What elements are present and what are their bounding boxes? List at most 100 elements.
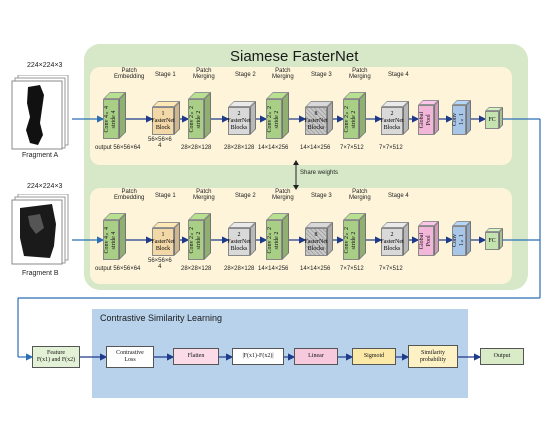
input-b-dims: 224×224×3 [27, 183, 63, 190]
difference-box: |F(x1)-F(x2)| [232, 348, 284, 365]
b-conv2-block-3-side-face [359, 213, 366, 260]
b-fc-block-label: FC [488, 237, 496, 244]
b-conv2-block-2-front-face: Conv 2×2 stride 2 [266, 220, 282, 260]
a-fc-block-front-face: FC [485, 111, 499, 129]
b-global-pool-block-front-face: Global Pool [418, 226, 434, 256]
b-output-dims: output 56×56×64 [95, 266, 141, 272]
a-patch-merging-2-label: Patch Merging [272, 68, 294, 80]
b-patch-embedding-label: Patch Embedding [114, 189, 145, 201]
feature-box: Feature F(x1) and F(x2) [32, 346, 80, 368]
share-weights-double-arrow [292, 160, 300, 190]
a-merge2-dims: 14×14×256 [258, 145, 289, 151]
b-conv4-block-front-face: Conv 4×4 stride 4 [103, 220, 119, 260]
b-merge3-dims: 7×7×512 [340, 266, 364, 272]
a-global-pool-block-label: Global Pool [419, 111, 432, 129]
contrastive-title: Contrastive Similarity Learning [100, 313, 223, 323]
diagram-title: Siamese FasterNet [230, 48, 359, 65]
b-stage4-block-front-face: 2 FasterNet Blocks [380, 228, 404, 256]
a-stage1-block-front-face: 1 FasterNet Block [151, 107, 175, 135]
a-conv2-block-3-front-face: Conv 2×2 stride 2 [343, 99, 359, 139]
a-stage1-block-label: 1 FasterNet Block [151, 110, 175, 131]
a-patch-merging-3-label: Patch Merging [349, 68, 371, 80]
b-merge2-dims: 14×14×256 [258, 266, 289, 272]
fragment-a-image [10, 74, 72, 150]
b-stage2-block-label: 2 FasterNet Blocks [227, 231, 251, 252]
b-stage1-label: Stage 1 [155, 193, 176, 199]
b-stage3-dims: 14×14×256 [300, 266, 331, 272]
a-stage4-label: Stage 4 [388, 72, 409, 78]
a-conv2-block-3-side-face [359, 92, 366, 139]
b-conv1x1-block-label: Conv 1×1 [452, 234, 465, 248]
a-stage3-dims: 14×14×256 [300, 145, 331, 151]
a-conv2-block-1-label: Conv 2×2 stride 2 [189, 105, 202, 133]
sigmoid-box: Sigmoid [352, 348, 396, 365]
b-conv4-block-label: Conv 4×4 stride 4 [104, 226, 117, 254]
b-fc-block-front-face: FC [485, 232, 499, 250]
a-patch-merging-1-label: Patch Merging [193, 68, 215, 80]
a-stage1-dims: 56×56×6 4 [148, 137, 172, 149]
b-stage2-dims: 28×28×128 [224, 266, 255, 272]
a-conv4-block-front-face: Conv 4×4 stride 4 [103, 99, 119, 139]
a-stage4-block-label: 2 FasterNet Blocks [380, 110, 404, 131]
a-stage2-block-front-face: 2 FasterNet Blocks [227, 107, 251, 135]
b-global-pool-block-side-face [434, 221, 439, 256]
b-conv2-block-1-side-face [204, 213, 211, 260]
a-stage2-label: Stage 2 [235, 72, 256, 78]
b-conv2-block-3-front-face: Conv 2×2 stride 2 [343, 220, 359, 260]
a-stage3-block-front-face: 8 FasterNet Blocks [304, 107, 328, 135]
output-box: Output [480, 348, 524, 365]
b-stage1-dims: 56×56×6 4 [148, 258, 172, 270]
a-global-pool-block-front-face: Global Pool [418, 105, 434, 135]
b-stage2-block-front-face: 2 FasterNet Blocks [227, 228, 251, 256]
a-output-dims: output 56×56×64 [95, 145, 141, 151]
linear-box: Linear [294, 348, 338, 365]
fragment-b-image [10, 193, 72, 266]
b-conv2-block-2-label: Conv 2×2 stride 2 [267, 226, 280, 254]
flatten-box: Flatten [173, 348, 219, 365]
b-stage4-dims: 7×7×512 [379, 266, 403, 272]
b-stage3-block-label: 8 FasterNet Blocks [304, 231, 328, 252]
a-fc-block-label: FC [488, 116, 496, 123]
b-patch-merging-2-label: Patch Merging [272, 189, 294, 201]
share-weights-label: Share weights [300, 170, 339, 176]
a-conv4-block-side-face [119, 92, 126, 139]
b-conv4-block-side-face [119, 213, 126, 260]
b-stage1-block-label: 1 FasterNet Block [151, 231, 175, 252]
a-conv2-block-2-front-face: Conv 2×2 stride 2 [266, 99, 282, 139]
b-conv2-block-1-label: Conv 2×2 stride 2 [189, 226, 202, 254]
a-conv2-block-2-side-face [282, 92, 289, 139]
input-a-name: Fragment A [22, 152, 59, 159]
input-b-name: Fragment B [22, 270, 59, 277]
a-conv2-block-2-label: Conv 2×2 stride 2 [267, 105, 280, 133]
a-global-pool-block-side-face [434, 100, 439, 135]
b-stage4-label: Stage 4 [388, 193, 409, 199]
b-global-pool-block-label: Global Pool [419, 232, 432, 250]
contrastive-loss-box: Contrastive Loss [106, 346, 154, 368]
a-conv1x1-block-label: Conv 1×1 [452, 113, 465, 127]
a-stage4-block-front-face: 2 FasterNet Blocks [380, 107, 404, 135]
a-conv4-block-label: Conv 4×4 stride 4 [104, 105, 117, 133]
b-conv2-block-3-label: Conv 2×2 stride 2 [344, 226, 357, 254]
b-patch-merging-1-label: Patch Merging [193, 189, 215, 201]
b-stage3-label: Stage 3 [311, 193, 332, 199]
b-conv2-block-2-side-face [282, 213, 289, 260]
a-stage1-label: Stage 1 [155, 72, 176, 78]
a-patch-embedding-label: Patch Embedding [114, 68, 145, 80]
a-stage3-label: Stage 3 [311, 72, 332, 78]
b-merge1-dims: 28×28×128 [181, 266, 212, 272]
a-conv1x1-block-side-face [466, 100, 471, 135]
a-stage3-block-label: 8 FasterNet Blocks [304, 110, 328, 131]
a-conv2-block-3-label: Conv 2×2 stride 2 [344, 105, 357, 133]
b-conv1x1-block-side-face [466, 221, 471, 256]
b-stage1-block-front-face: 1 FasterNet Block [151, 228, 175, 256]
similarity-box: Similarity probability [408, 345, 458, 368]
b-stage3-block-front-face: 8 FasterNet Blocks [304, 228, 328, 256]
a-stage2-block-label: 2 FasterNet Blocks [227, 110, 251, 131]
b-patch-merging-3-label: Patch Merging [349, 189, 371, 201]
b-stage4-block-label: 2 FasterNet Blocks [380, 231, 404, 252]
input-a-dims: 224×224×3 [27, 62, 63, 69]
b-conv1x1-block-front-face: Conv 1×1 [452, 226, 466, 256]
b-conv2-block-1-front-face: Conv 2×2 stride 2 [188, 220, 204, 260]
a-conv1x1-block-front-face: Conv 1×1 [452, 105, 466, 135]
